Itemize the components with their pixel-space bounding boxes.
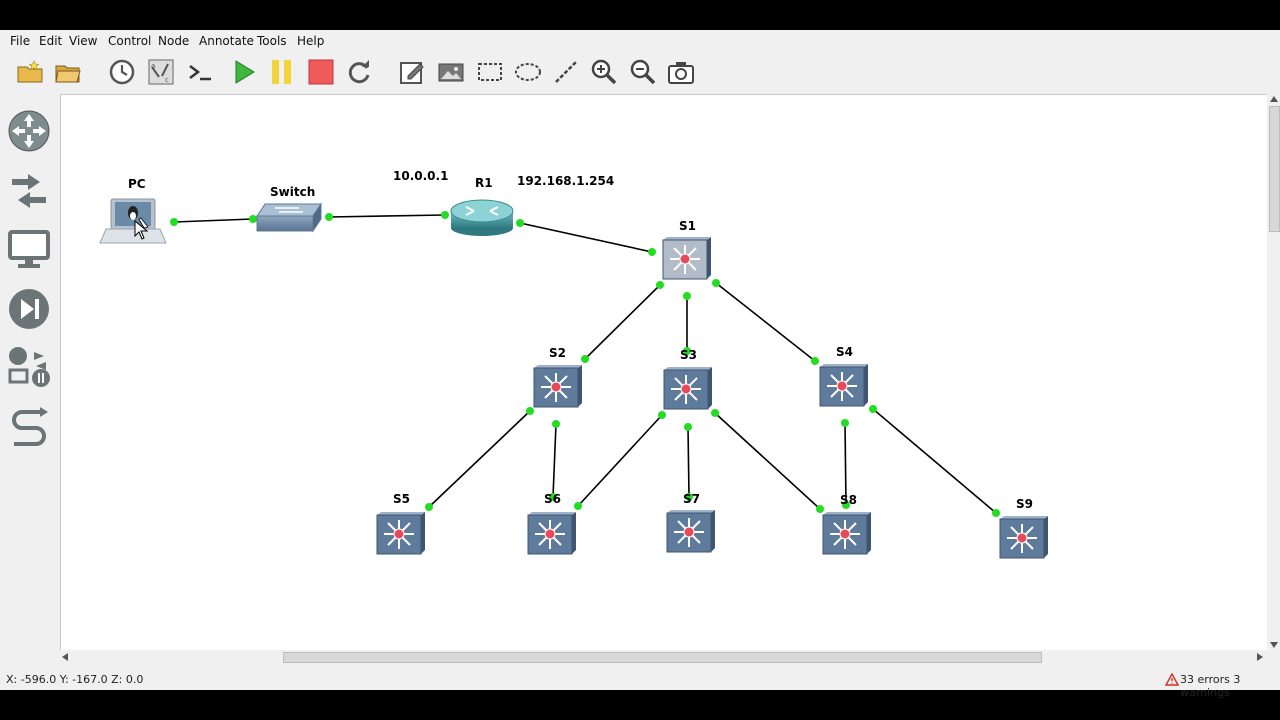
menu-node[interactable]: Node <box>158 34 190 48</box>
s8-label: S8 <box>840 493 857 507</box>
svg-text:c: c <box>165 76 169 84</box>
pc-node[interactable] <box>99 198 167 244</box>
link-s3-s8[interactable] <box>714 412 821 510</box>
browse-routers-icon[interactable] <box>6 108 52 154</box>
menu-tools[interactable]: Tools <box>257 34 287 48</box>
status-bar: X: -596.0 Y: -167.0 Z: 0.0 33 errors 3 w… <box>0 670 1280 699</box>
switch-label: Switch <box>270 185 316 199</box>
menu-view[interactable]: View <box>69 34 98 48</box>
scroll-left-icon[interactable] <box>62 653 68 661</box>
link-s3-s6[interactable] <box>577 414 663 507</box>
warning-icon[interactable] <box>1165 673 1179 686</box>
topology-canvas[interactable]: PC Switch R1 10.0.0.1 192.168.1.254 S1 S… <box>60 94 1269 652</box>
mouse-cursor-icon <box>134 220 148 240</box>
menu-help[interactable]: Help <box>297 34 325 48</box>
console-icon[interactable] <box>184 56 216 88</box>
reload-icon[interactable] <box>343 56 375 88</box>
device-sidebar <box>0 94 58 674</box>
s7-label: S7 <box>683 492 700 506</box>
link-s4-s9[interactable] <box>872 408 997 514</box>
link-s2-s5[interactable] <box>428 410 531 508</box>
horizontal-scrollbar[interactable] <box>60 650 1267 664</box>
scroll-up-icon[interactable] <box>1270 96 1278 102</box>
s9-label: S9 <box>1016 497 1033 511</box>
s4-label: S4 <box>836 345 853 359</box>
s5-label: S5 <box>393 492 410 506</box>
link-s1-s4[interactable] <box>715 282 816 362</box>
switch-node[interactable] <box>256 202 322 233</box>
draw-ellipse-icon[interactable] <box>512 56 544 88</box>
link-endpoints <box>170 211 1000 517</box>
link-s1-s2[interactable] <box>584 284 661 360</box>
link-switch-r1[interactable] <box>328 214 446 218</box>
r1-right-ip-note[interactable]: 192.168.1.254 <box>517 174 615 188</box>
menu-bar: File Edit View Control Node Annotate Too… <box>0 30 1280 52</box>
start-icon[interactable] <box>228 56 260 88</box>
menu-edit[interactable]: Edit <box>39 34 63 48</box>
insert-image-icon[interactable] <box>435 56 467 88</box>
browse-end-devices-icon[interactable] <box>6 226 52 272</box>
screenshot-icon[interactable] <box>665 56 697 88</box>
zoom-out-icon[interactable] <box>627 56 659 88</box>
topology-links <box>99 198 1000 517</box>
s1-label: S1 <box>679 219 696 233</box>
browse-all-devices-icon[interactable] <box>6 344 52 390</box>
scroll-right-icon[interactable] <box>1257 653 1263 661</box>
menu-annotate[interactable]: Annotate <box>199 34 254 48</box>
vertical-scroll-thumb[interactable] <box>1269 106 1280 232</box>
pc-label: PC <box>128 177 146 191</box>
link-s3-s7[interactable] <box>687 426 690 498</box>
snapshot-clock-icon[interactable] <box>106 56 138 88</box>
add-link-icon[interactable] <box>6 404 52 450</box>
horizontal-scroll-thumb[interactable] <box>283 652 1042 663</box>
gns3-window: File Edit View Control Node Annotate Too… <box>0 30 1280 699</box>
menu-control[interactable]: Control <box>108 34 152 48</box>
cursor-coordinates: X: -596.0 Y: -167.0 Z: 0.0 <box>6 673 144 686</box>
s2-label: S2 <box>549 346 566 360</box>
scroll-down-icon[interactable] <box>1270 642 1278 648</box>
r1-label: R1 <box>475 176 493 190</box>
add-note-icon[interactable] <box>396 56 428 88</box>
new-project-icon[interactable] <box>14 56 46 88</box>
r1-left-ip-note[interactable]: 10.0.0.1 <box>393 169 449 183</box>
r1-router-node[interactable] <box>450 199 514 236</box>
draw-line-icon[interactable] <box>550 56 582 88</box>
open-project-icon[interactable] <box>52 56 84 88</box>
link-pc-switch[interactable] <box>173 218 254 223</box>
link-r1-s1[interactable] <box>519 222 653 253</box>
link-s2-s6[interactable] <box>552 423 557 498</box>
errors-warnings-count[interactable]: 33 errors 3 warnings <box>1180 673 1241 699</box>
draw-rectangle-icon[interactable] <box>474 56 506 88</box>
menu-file[interactable]: File <box>10 34 31 48</box>
s3-label: S3 <box>680 348 697 362</box>
browse-security-devices-icon[interactable] <box>6 286 52 332</box>
svg-text:a: a <box>151 62 155 70</box>
stop-icon[interactable] <box>305 56 337 88</box>
s6-label: S6 <box>544 492 561 506</box>
suspend-icon[interactable] <box>266 56 298 88</box>
vertical-scrollbar[interactable] <box>1267 94 1280 652</box>
browse-switches-icon[interactable] <box>6 168 52 214</box>
link-s4-s8[interactable] <box>844 422 847 506</box>
zoom-in-icon[interactable] <box>588 56 620 88</box>
